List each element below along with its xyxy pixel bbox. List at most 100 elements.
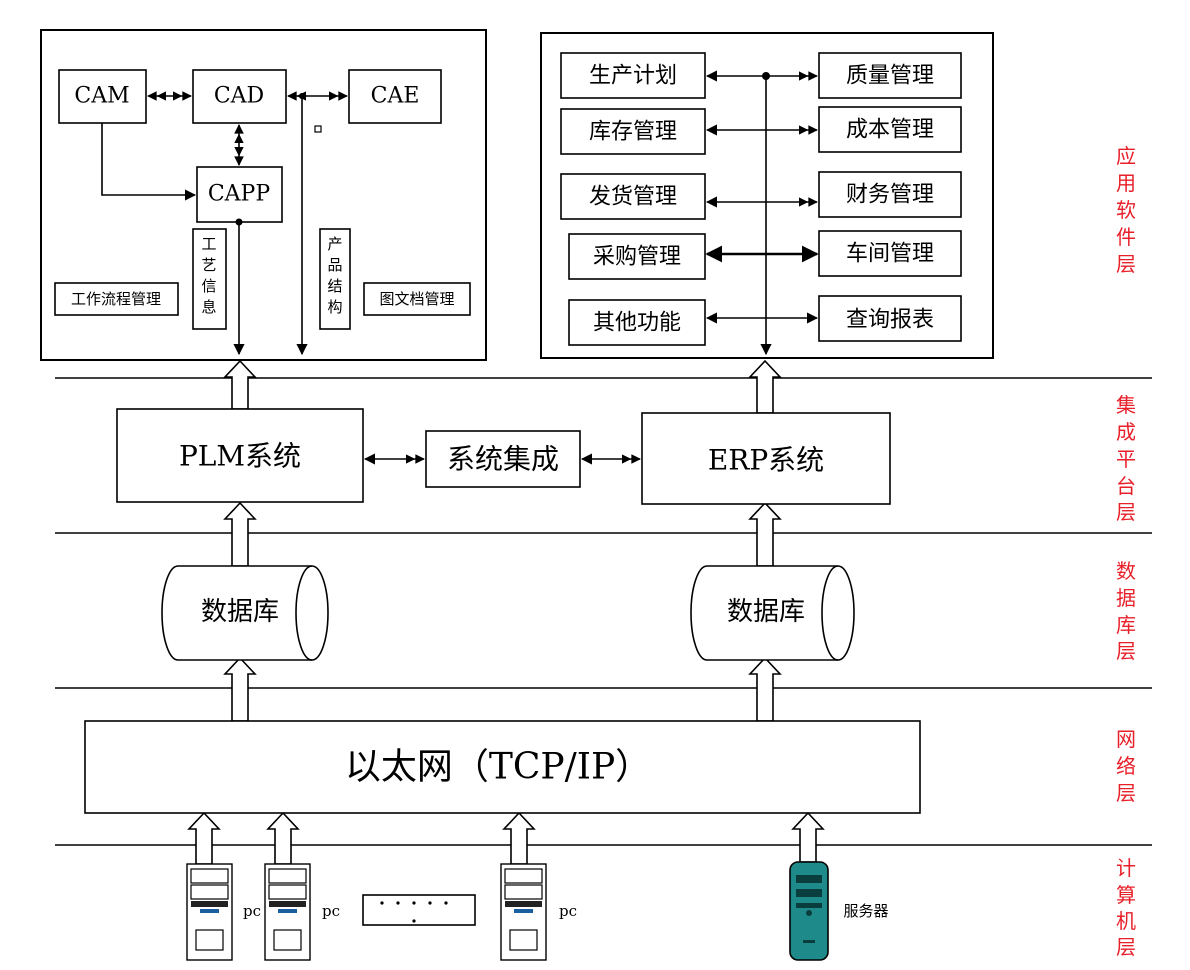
cae-label: CAE [371,84,420,109]
database-right: 数据库 [690,565,855,661]
layer-label-computer: 计 算 机 层 [1116,856,1136,959]
workflow-box: 工作流程管理 [54,282,179,316]
erp-module-left-label: 采购管理 [593,245,681,270]
layer-label-application: 应 用 软 件 层 [1116,144,1136,276]
pc-tower-icon [500,863,547,961]
layer-label-char: 应 [1116,144,1136,168]
erp-module-left-1: 库存管理 [560,108,706,155]
layer-label-char: 层 [1116,252,1136,276]
pc-label: pc [322,902,340,920]
layer-label-char: 层 [1116,781,1136,805]
workflow-label: 工作流程管理 [71,290,161,308]
pc-tower-icon [186,863,233,961]
pc-3: pc [500,863,577,961]
layer-label-char: 软 [1116,198,1136,222]
layer-label-char: 台 [1116,474,1136,498]
process-info-char-0: 工 [201,235,216,253]
process-info-box: 工 艺 信 息 [192,228,227,330]
erp-module-left-label: 库存管理 [589,120,677,145]
hollow-arrow-net-right-up [748,656,782,722]
layer-label-char: 平 [1116,447,1136,471]
system-integration-box: 系统集成 [425,430,581,488]
server: 服务器 [789,861,889,961]
layer-label-char: 用 [1116,171,1136,195]
layer-label-char: 据 [1116,586,1136,610]
product-structure-char-1: 品 [327,256,342,274]
pc-1: pc [186,863,261,961]
server-icon [789,861,829,961]
erp-module-right-label: 查询报表 [846,308,934,333]
layer-label-database: 数 据 库 层 [1116,559,1136,663]
cam-label: CAM [74,84,129,109]
pc-2: pc [264,863,340,961]
cad-label: CAD [214,84,264,109]
hollow-arrow-erp-up [748,359,782,414]
erp-module-left-3: 采购管理 [568,233,706,280]
system-integration-label: 系统集成 [447,443,559,476]
erp-module-left-label: 生产计划 [589,64,677,89]
erp-module-left-label: 发货管理 [589,185,677,210]
product-structure-char-0: 产 [327,235,342,253]
erp-module-right-label: 成本管理 [846,118,934,143]
capp-box: CAPP [196,166,283,223]
erp-module-right-2: 财务管理 [818,171,962,218]
layer-label-char: 层 [1116,500,1136,524]
stray-marker [314,125,322,133]
hollow-arrow-db-right-up [748,501,782,567]
ethernet-box: 以太网（TCP/IP） [84,720,921,814]
hollow-arrow-pc3-up [502,811,536,865]
database-left: 数据库 [161,565,329,661]
erp-system-label: ERP系统 [708,444,824,477]
cae-box: CAE [348,69,442,124]
product-structure-char-3: 构 [327,298,342,316]
process-info-char-1: 艺 [201,256,216,274]
process-info-char-2: 信 [201,277,216,295]
layer-label-char: 数 [1116,559,1136,583]
layer-label-network: 网 络 层 [1116,727,1136,805]
layer-label-char: 机 [1116,909,1136,933]
layer-label-char: 层 [1116,935,1136,959]
drawing-docs-label: 图文档管理 [379,290,454,308]
layer-label-char: 库 [1116,613,1136,637]
erp-module-right-1: 成本管理 [818,106,962,153]
erp-module-right-3: 车间管理 [818,230,962,277]
erp-module-left-label: 其他功能 [593,311,681,336]
cam-box: CAM [58,69,147,124]
hollow-arrow-db-left-up [223,501,257,567]
layer-label-char: 件 [1116,225,1136,249]
pc-label: pc [243,902,261,920]
layer-label-char: 层 [1116,639,1136,663]
erp-module-right-label: 质量管理 [846,64,934,89]
layer-label-char: 算 [1116,883,1136,907]
drawing-docs-box: 图文档管理 [363,282,471,316]
plm-system-label: PLM系统 [179,440,301,473]
pc-label: pc [559,902,577,920]
layer-label-char: 网 [1116,727,1136,751]
cam-capp-link [101,123,197,201]
product-structure-char-2: 结 [327,277,342,295]
database-right-label: 数据库 [727,597,805,627]
erp-module-right-0: 质量管理 [818,52,962,99]
product-structure-box: 产 品 结 构 [319,228,351,330]
erp-module-right-label: 车间管理 [846,242,934,267]
layer-label-char: 成 [1116,420,1136,444]
cad-box: CAD [192,69,287,124]
hollow-arrow-pc1-up [187,811,221,865]
plm-system-box: PLM系统 [116,408,364,503]
hollow-arrow-plm-up [223,359,257,410]
database-left-label: 数据库 [201,597,279,627]
hollow-arrow-net-left-up [223,656,257,722]
erp-module-right-label: 财务管理 [846,183,934,208]
erp-module-left-4: 其他功能 [568,299,706,346]
hollow-arrow-pc2-up [266,811,300,865]
layer-label-char: 络 [1116,754,1136,778]
layer-label-char: 计 [1116,856,1136,880]
capp-label: CAPP [208,182,271,207]
erp-system-box: ERP系统 [641,412,891,505]
erp-module-right-4: 查询报表 [818,295,962,342]
erp-module-left-2: 发货管理 [560,173,706,220]
process-info-char-3: 息 [201,298,216,316]
pc-tower-icon [264,863,311,961]
erp-module-left-0: 生产计划 [560,52,706,99]
